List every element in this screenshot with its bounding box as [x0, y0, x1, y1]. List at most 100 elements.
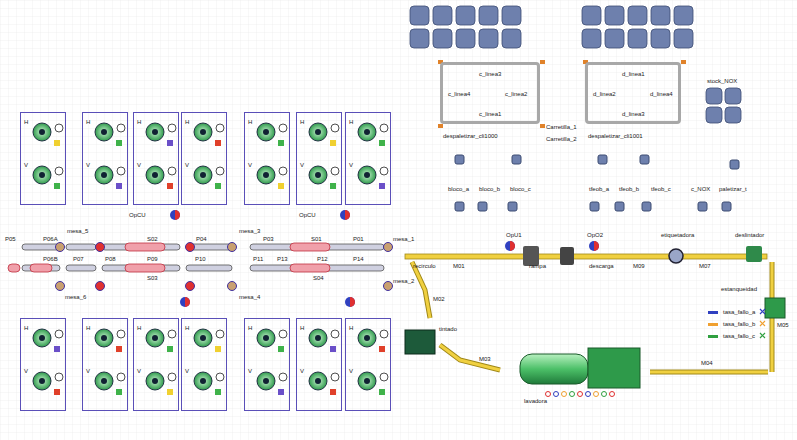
pallet-block	[502, 29, 521, 48]
node-text: H	[300, 325, 304, 331]
operator-symbol	[380, 167, 388, 175]
status-square	[330, 140, 336, 146]
status-square	[54, 346, 60, 352]
operator-symbol	[331, 167, 339, 175]
pallet-block	[479, 29, 498, 48]
machine-box: tintado	[405, 330, 435, 354]
fail-mark	[760, 309, 765, 314]
machine-symbol	[146, 123, 164, 141]
machine-symbol	[358, 123, 376, 141]
operator-symbol	[380, 330, 388, 338]
machine-symbol	[95, 372, 113, 390]
node-text: H	[137, 119, 141, 125]
machine-symbol	[194, 372, 212, 390]
small-pallet	[642, 202, 651, 211]
object-label: M04	[700, 360, 714, 366]
operator-symbol	[117, 373, 125, 381]
turntable	[228, 282, 237, 291]
part-ring	[554, 392, 559, 397]
machine-hub	[152, 129, 158, 135]
buffer-conveyor	[125, 264, 165, 272]
part-ring	[594, 392, 599, 397]
object-label: tasa_fallo_b	[722, 321, 756, 327]
machine-symbol	[146, 329, 164, 347]
object-label: P05	[4, 236, 17, 242]
workstation-box: HV	[20, 112, 66, 205]
status-square	[379, 389, 385, 395]
conveyor	[186, 265, 232, 271]
conveyor-edge	[440, 345, 500, 370]
machine-symbol	[257, 372, 275, 390]
conveyor	[102, 244, 180, 250]
conveyor	[66, 244, 96, 250]
conveyor-edge	[412, 262, 430, 318]
node-text: H	[185, 325, 189, 331]
object-label: mesa_3	[238, 228, 261, 234]
workstation-box: HV	[181, 318, 227, 411]
pallet-block	[674, 29, 693, 48]
pallet-block	[725, 107, 741, 123]
turntable	[384, 243, 393, 252]
conveyor	[22, 265, 60, 271]
machine-symbol	[358, 372, 376, 390]
node-text: c_linea1	[479, 111, 501, 117]
status-square	[215, 346, 221, 352]
status-square	[116, 140, 122, 146]
operator-disc-half	[350, 297, 355, 307]
turntable	[186, 282, 195, 291]
status-square	[379, 140, 385, 146]
workstation-box: HV	[296, 112, 342, 205]
pallet-block	[433, 6, 452, 25]
object-label: P12	[316, 256, 329, 262]
pallet-block	[725, 88, 741, 104]
object-label: P01	[352, 236, 365, 242]
machine-hub	[39, 335, 45, 341]
pallet-block	[605, 29, 624, 48]
corner-marker	[540, 124, 545, 128]
node-text: despaletizar_cli1001	[588, 133, 643, 139]
machine-hub	[200, 378, 206, 384]
buffer-conveyor	[8, 264, 20, 272]
operator-symbol	[55, 330, 63, 338]
node-text: V	[24, 368, 28, 374]
operator-symbol	[380, 124, 388, 132]
pallet-block	[410, 29, 429, 48]
pallet-block	[628, 6, 647, 25]
workstation-box: HV	[345, 318, 391, 411]
object-label: bloco_b	[478, 186, 501, 192]
status-square	[330, 389, 336, 395]
object-label: tasa_fallo_a	[722, 309, 756, 315]
workstation-box: HV	[345, 112, 391, 205]
conveyor	[22, 244, 60, 250]
node-text: H	[349, 119, 353, 125]
machine-hub	[315, 172, 321, 178]
object-label: OpCU	[298, 212, 317, 218]
operator-symbol	[168, 373, 176, 381]
node-text: c_linea4	[448, 91, 470, 97]
fail-rate-bar	[708, 323, 718, 326]
status-square	[167, 346, 173, 352]
small-pallet	[478, 202, 487, 211]
status-square	[215, 389, 221, 395]
turntable	[56, 243, 65, 252]
small-pallet	[640, 155, 649, 164]
operator-disc	[345, 297, 355, 307]
node-text: d_linea2	[593, 91, 616, 97]
pallet-block	[410, 6, 429, 25]
pallet-block	[433, 29, 452, 48]
status-square	[54, 140, 60, 146]
leak-tester	[765, 298, 785, 318]
operator-disc-half	[345, 210, 350, 220]
part-ring	[546, 392, 551, 397]
pallet-block	[502, 6, 521, 25]
object-label: P03	[262, 236, 275, 242]
operator-symbol	[279, 373, 287, 381]
conveyor	[650, 371, 768, 374]
operator-symbol	[55, 167, 63, 175]
status-square	[116, 183, 122, 189]
status-square	[278, 346, 284, 352]
node-text: V	[349, 162, 353, 168]
washer-body	[588, 348, 640, 388]
corner-marker	[540, 60, 545, 64]
conveyor	[102, 265, 180, 271]
